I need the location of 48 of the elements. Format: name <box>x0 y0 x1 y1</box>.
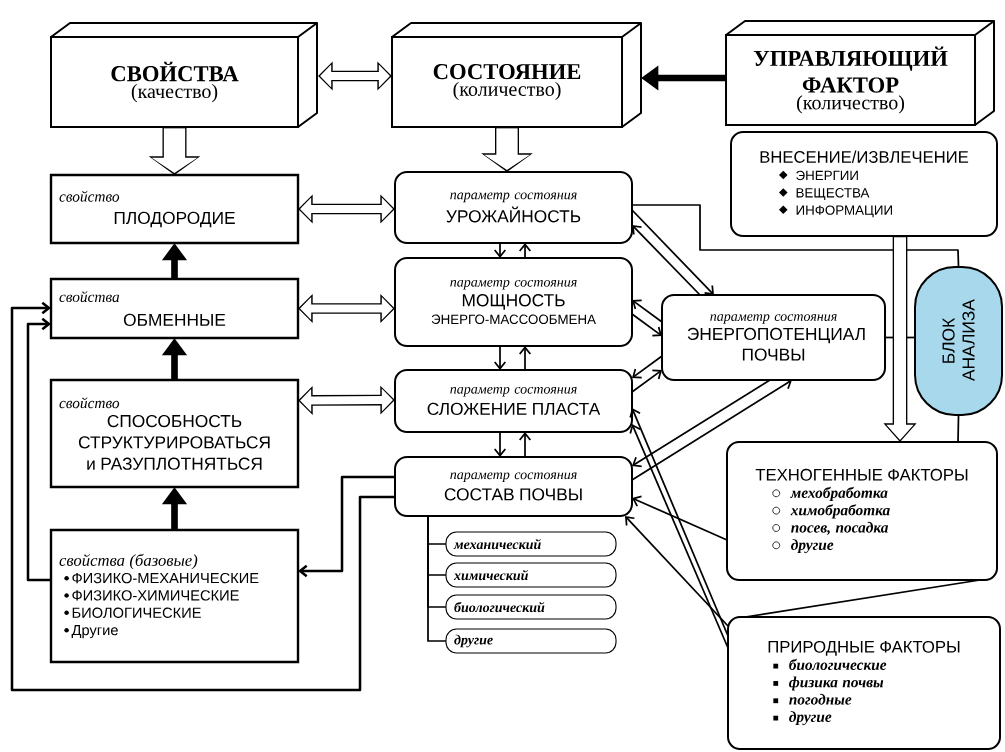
category-pill: биологический <box>445 594 617 620</box>
arrow <box>632 355 663 379</box>
connector-line <box>884 336 916 339</box>
arrow <box>493 242 507 258</box>
rounded-box: параметр состояния УРОЖАЙНОСТЬ <box>394 171 633 244</box>
connector-line <box>957 414 960 443</box>
arrow <box>631 378 792 481</box>
category-pill: механический <box>445 531 617 557</box>
hollow-arrow <box>298 385 395 415</box>
arrow <box>10 301 395 692</box>
arrow <box>625 516 729 627</box>
arrow <box>631 313 662 337</box>
rounded-box: параметр состояния СОСТАВ ПОЧВЫ <box>394 456 633 517</box>
arrow <box>632 225 701 296</box>
rounded-box: ПРИРОДНЫЕ ФАКТОРЫ биологические физика почвы погодные другие <box>727 616 1001 750</box>
property-box: свойство СПОСОБНОСТЬ СТРУКТУРИРОВАТЬСЯ и РАЗУПЛОТНЯТЬСЯ <box>49 378 300 489</box>
category-pill: другие <box>445 628 617 654</box>
hollow-arrow <box>298 294 395 323</box>
arrow <box>632 379 771 468</box>
property-box: свойства (базовые) ФИЗИКО-МЕХАНИЧЕСКИЕ ФИЗИКО-ХИМИЧЕСКИЕ БИОЛОГИЧЕСКИЕ Другие <box>49 528 300 664</box>
rounded-box: параметр состояния СЛОЖЕНИЕ ПЛАСТА <box>394 369 633 433</box>
hollow-arrow <box>298 194 395 224</box>
arrow <box>518 432 532 458</box>
arrow <box>493 431 507 457</box>
connector-line <box>427 515 447 642</box>
block-box: СОСТОЯНИЕ (количество) <box>391 22 642 128</box>
category-pill: химический <box>445 562 617 588</box>
analysis-capsule: БЛОК АНАЛИЗА <box>914 266 1003 416</box>
arrow <box>632 299 663 323</box>
arrow <box>631 369 662 393</box>
block-box: СВОЙСТВА (качество) <box>50 22 318 128</box>
connector-line <box>744 579 981 618</box>
arrow <box>632 495 728 541</box>
connector-line <box>631 204 960 268</box>
property-box: свойства ОБМЕННЫЕ <box>49 277 300 340</box>
rounded-box: ТЕХНОГЕННЫЕ ФАКТОРЫ мехобработка химобработка посев, посадка другие <box>726 441 998 581</box>
rounded-box: параметр состояния МОЩНОСТЬ ЭНЕРГО-МАССООБМЕНА <box>394 257 633 347</box>
arrow <box>631 209 714 295</box>
hollow-arrow <box>318 61 392 91</box>
property-box: свойство ПЛОДОРОДИЕ <box>49 173 300 245</box>
rounded-box: параметр состояния ЭНЕРГОПОТЕНЦИАЛ ПОЧВЫ <box>661 294 886 381</box>
arrow <box>26 317 51 582</box>
rounded-box: ВНЕСЕНИЕ/ИЗВЛЕЧЕНИЕ ЭНЕРГИИ ВЕЩЕСТВА ИНФОРМАЦИИ <box>730 131 998 237</box>
arrow <box>298 475 395 578</box>
block-box: УПРАВЛЯЮЩИЙ ФАКТОР (количество) <box>725 20 995 126</box>
arrow <box>518 243 532 259</box>
arrow <box>493 345 507 370</box>
arrow <box>518 346 532 371</box>
